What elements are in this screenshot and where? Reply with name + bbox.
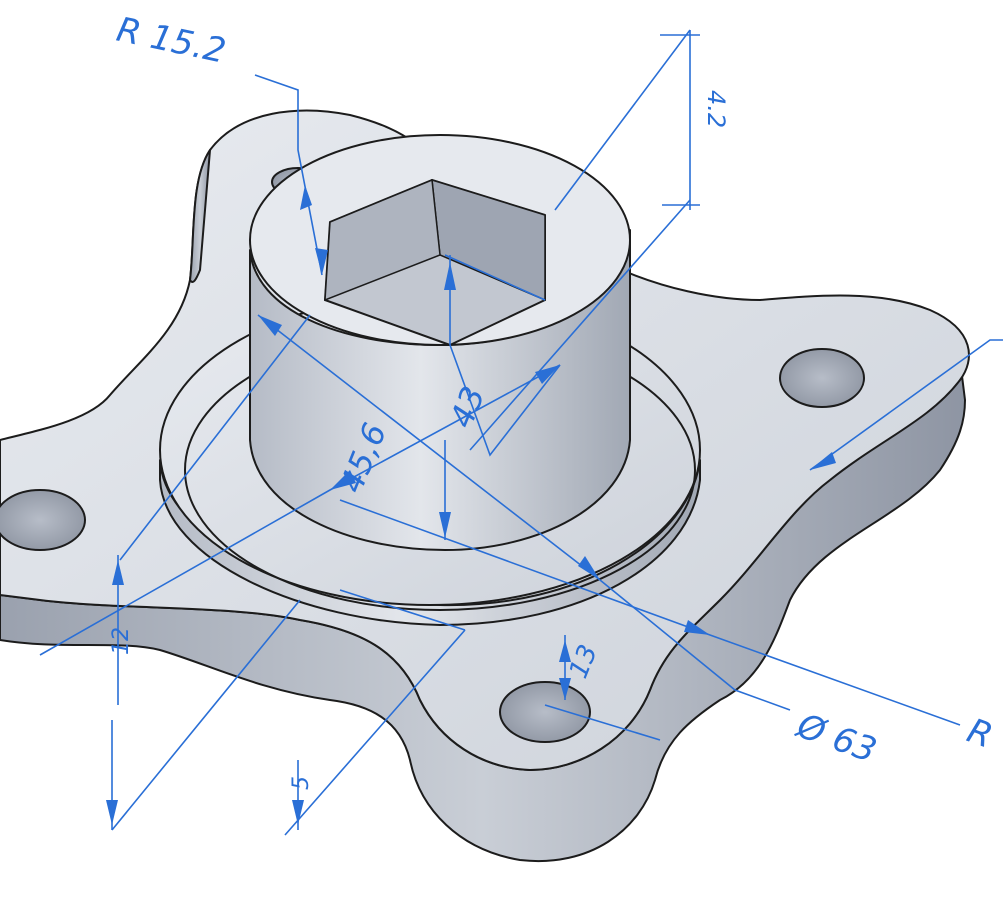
dimension-lines [39,29,1003,836]
arrow-hex-down [439,512,451,538]
label-r-top: R 15.2 [113,10,229,72]
ext-line-top-right [469,29,691,451]
arrow-left-thk [112,560,124,585]
hex-inner-left [324,178,441,302]
arrow-r-top-2 [300,185,312,210]
leader-r-top [254,74,323,276]
arrow-r-right-b [810,452,836,470]
hole-front [499,681,591,743]
arrow-hole-a [559,640,571,662]
dim-line-d63 [257,314,791,711]
hole-right [779,348,865,408]
ext-line-left [111,314,311,831]
left-lobe-wall [189,149,211,283]
label-flange-thk: 12 [109,627,134,655]
arrow-hole-b [559,678,571,700]
label-d63: Ø 63 [790,705,882,771]
arrow-d63-a [258,315,282,336]
arrow-r-top [315,248,328,275]
hole-left [0,489,86,551]
arrow-d63-b [578,556,600,580]
arrow-bottom [292,800,304,825]
arrow-left-thk-2 [106,800,118,825]
arrow-boss-a [330,470,356,490]
label-depth: 4.2 [702,90,730,128]
arrow-r-right-a [684,620,710,635]
label-r-right: R [962,711,998,757]
dim-line-depth [660,30,700,210]
ext-line-bottom [339,589,466,631]
arrow-boss-b [535,365,560,384]
label-base-thk: 5 [289,776,314,790]
boss-wall [249,229,631,551]
arrow-hex-up [444,262,456,290]
boss [249,134,631,551]
dim-hex-extension [444,254,561,457]
mounting-holes [0,167,865,743]
